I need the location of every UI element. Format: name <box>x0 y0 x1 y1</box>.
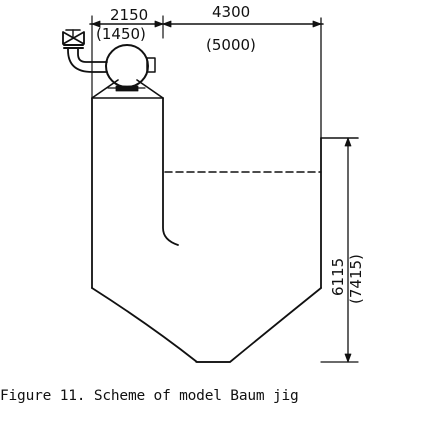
top-dimension-lines <box>89 15 324 139</box>
tank-width-alt-label: (5000) <box>206 36 256 54</box>
figure-caption: Figure 11. Scheme of model Baum jig <box>0 388 299 404</box>
tank-height-alt-label: (7415) <box>347 254 365 304</box>
pump-assembly <box>62 29 164 99</box>
pump-casing <box>105 44 149 88</box>
jig-vessel <box>91 97 322 363</box>
pump-width-label: 2150 <box>110 6 148 24</box>
height-dimension-lines <box>320 137 359 363</box>
tank-height-label: 6115 <box>329 258 347 296</box>
pump-width-alt-label: (1450) <box>96 25 146 43</box>
tank-width-label: 4300 <box>212 3 250 21</box>
